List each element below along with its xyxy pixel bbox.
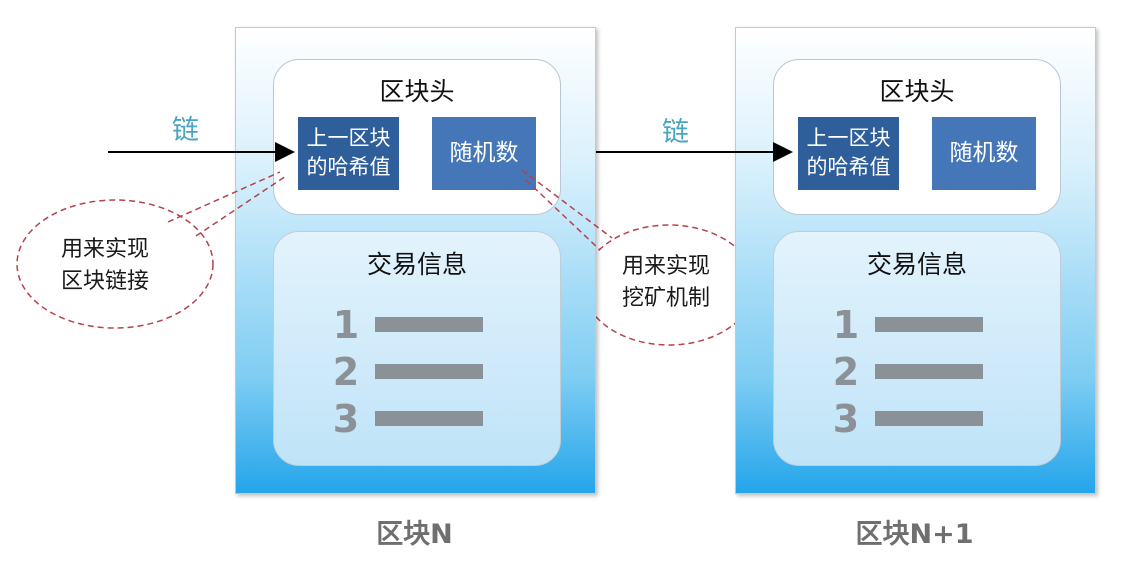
annotation-line2: 区块链接 (61, 269, 150, 294)
tx-item-line (875, 364, 983, 379)
block-label: 区块N+1 (855, 519, 974, 550)
block-header: 区块头 上一区块 的哈希值 随机数 (773, 59, 1061, 215)
nonce: 随机数 (432, 117, 536, 190)
annotation-mining: 用来实现 挖矿机制 (622, 251, 710, 315)
tx-item-line (875, 317, 983, 332)
prev-hash-line2: 的哈希值 (306, 155, 391, 179)
block-n: 区块头 上一区块 的哈希值 随机数 交易信息 1 2 3 (235, 27, 596, 494)
block-header: 区块头 上一区块 的哈希值 随机数 (273, 59, 561, 215)
tx-item-number: 1 (832, 303, 860, 347)
block-header-title: 区块头 (379, 77, 455, 106)
annotation-line1: 用来实现 (61, 237, 150, 262)
nonce: 随机数 (932, 117, 1036, 190)
prev-hash-line1: 上一区块 (306, 126, 391, 150)
tx-item-number: 1 (332, 303, 360, 347)
tx-item-number: 2 (332, 350, 360, 394)
transaction-info-title: 交易信息 (366, 250, 467, 279)
block-header-title: 区块头 (879, 77, 955, 106)
tx-item-number: 2 (832, 350, 860, 394)
tx-item-line (375, 317, 483, 332)
chain-label: 链 (172, 115, 199, 146)
transaction-info: 交易信息 1 2 3 (773, 231, 1061, 466)
annotation-line2: 挖矿机制 (622, 286, 711, 311)
tx-item-line (375, 364, 483, 379)
tx-item-number: 3 (332, 397, 360, 441)
block-n-plus-1: 区块头 上一区块 的哈希值 随机数 交易信息 1 2 3 (735, 27, 1096, 494)
chain-label: 链 (662, 117, 689, 148)
transaction-info: 交易信息 1 2 3 (273, 231, 561, 466)
tx-item-number: 3 (832, 397, 860, 441)
prev-block-hash: 上一区块 的哈希值 (298, 117, 399, 190)
block-label: 区块N (376, 519, 453, 550)
prev-block-hash: 上一区块 的哈希值 (798, 117, 899, 190)
tx-item-line (875, 411, 983, 426)
prev-hash-line2: 的哈希值 (806, 155, 891, 179)
annotation-line1: 用来实现 (622, 254, 711, 279)
annotation-block-linking: 用来实现 区块链接 (61, 234, 149, 298)
tx-item-line (375, 411, 483, 426)
prev-hash-line1: 上一区块 (806, 126, 891, 150)
transaction-info-title: 交易信息 (866, 250, 967, 279)
